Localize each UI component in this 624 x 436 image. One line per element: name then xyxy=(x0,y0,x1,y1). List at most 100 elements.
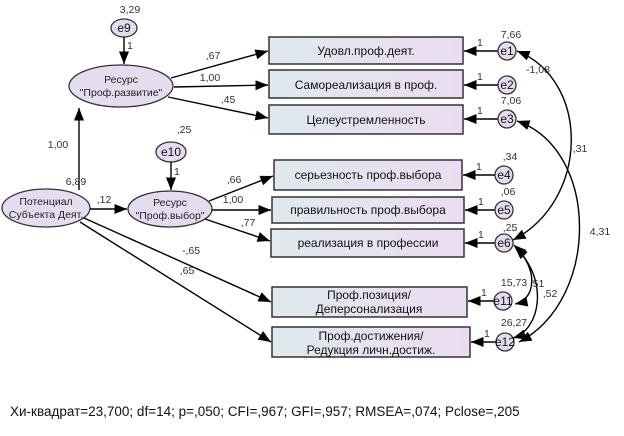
path-label: ,66 xyxy=(227,174,242,186)
error-e2: e2 1 xyxy=(464,71,517,95)
disturbance-e9: e9 3,29 1 xyxy=(110,4,141,64)
loading-label: 1 xyxy=(484,328,490,340)
path-label: ,77 xyxy=(241,217,256,229)
error-e5: e5 1 ,06 xyxy=(465,186,516,220)
path-label: 1,00 xyxy=(200,72,221,84)
error-e6: e6 1 ,25 xyxy=(465,222,518,253)
variance-label: 26,27 xyxy=(501,317,527,329)
observed-box-7: Проф.позиция/ Деперсонализация xyxy=(271,286,468,318)
loading-label: 1 xyxy=(174,166,180,178)
loading-label: 1 xyxy=(477,37,483,49)
error-label: e1 xyxy=(500,44,514,58)
loading-label: 1 xyxy=(477,105,483,117)
cov-label: -1,08 xyxy=(526,64,550,76)
cov-e3-e12 xyxy=(516,120,581,343)
latent-label: "Проф.выбор" xyxy=(135,210,204,222)
fit-indices: Хи-квадрат=23,700; df=14; p=,050; CFI=,9… xyxy=(10,404,520,419)
variance-label: ,34 xyxy=(503,151,518,163)
variance-label: 7,66 xyxy=(501,29,522,41)
observed-label: Проф.позиция/ xyxy=(327,288,411,302)
observed-box-3: Целеустремленность xyxy=(268,104,464,135)
loading-label: 1 xyxy=(127,40,133,52)
observed-box-5: правильность проф.выбора xyxy=(271,196,465,224)
observed-box-4: серьезность проф.выбора xyxy=(273,159,463,191)
error-e11: e11 1 15,73 xyxy=(468,277,527,311)
path-potential-obs8 xyxy=(79,221,272,343)
path-label: 1,00 xyxy=(223,194,244,206)
path-label: ,67 xyxy=(206,50,221,62)
path-label: ,45 xyxy=(221,94,236,106)
path-label: -,65 xyxy=(182,245,200,257)
error-label: e11 xyxy=(493,294,512,308)
variance-label: 6,89 xyxy=(66,176,87,188)
observed-box-8: Проф.достижения/ Редукция личн.достиж. xyxy=(271,326,471,358)
path-label: 1,00 xyxy=(48,139,69,151)
latent-label: Ресурс xyxy=(153,197,187,209)
path-devel-obs2 xyxy=(173,80,269,91)
latent-prof-development: Ресурс "Проф.развитие" xyxy=(68,64,174,108)
structural-paths: 1,00 6,89 ,12 ,67 1,00 ,45 ,66 1,00 ,77 … xyxy=(48,49,274,343)
observed-label: Деперсонализация xyxy=(316,302,423,316)
variance-label: 15,73 xyxy=(501,277,527,289)
observed-label: Самореализация в проф. xyxy=(295,78,437,92)
observed-label: реализация в профессии xyxy=(298,236,439,250)
path-devel-obs1 xyxy=(170,49,269,79)
cov-label: ,31 xyxy=(573,143,588,155)
error-circle xyxy=(494,233,514,253)
error-label: e6 xyxy=(497,236,511,250)
observed-label: Проф.достижения/ xyxy=(319,329,425,343)
latent-potential: Потенциал Субъекта Деят. xyxy=(1,188,91,228)
error-label: e2 xyxy=(500,78,514,92)
disturbance-e10: e10 ,25 1 xyxy=(155,124,192,190)
cov-label: ,51 xyxy=(530,278,545,290)
loading-label: 1 xyxy=(477,71,483,83)
variance-label: 3,29 xyxy=(120,4,141,16)
error-label: e9 xyxy=(117,21,131,35)
error-e12: e12 1 26,27 xyxy=(471,317,527,352)
variance-label: ,06 xyxy=(501,186,516,198)
latent-label: Потенциал xyxy=(19,196,72,208)
error-e1: e1 1 7,66 xyxy=(464,29,522,61)
observed-label: Целеустремленность xyxy=(306,113,425,127)
latent-prof-choice: Ресурс "Проф.выбор" xyxy=(127,190,213,228)
path-choice-obs4 xyxy=(208,175,274,202)
loading-label: 1 xyxy=(481,287,487,299)
cov-e6-e12 xyxy=(512,246,539,340)
error-e4: e4 1 ,34 xyxy=(463,151,518,185)
latent-label: Субъекта Деят. xyxy=(9,209,83,221)
observed-label: правильность проф.выбора xyxy=(290,203,446,217)
cov-e1-e6 xyxy=(512,50,572,241)
error-label: e4 xyxy=(497,168,511,182)
path-choice-obs6 xyxy=(204,218,271,242)
path-potential-obs7 xyxy=(83,217,272,303)
variance-label: ,25 xyxy=(177,124,192,136)
observed-box-1: Удовл.проф.деят. xyxy=(268,36,464,65)
path-devel-obs3 xyxy=(167,96,269,121)
observed-label: Редукция личн.достиж. xyxy=(307,343,436,357)
variance-label: ,25 xyxy=(503,222,518,234)
cov-label: ,52 xyxy=(543,288,558,300)
latent-label: "Проф.развитие" xyxy=(80,87,163,99)
latent-label: Ресурс xyxy=(104,74,138,86)
cov-e6-e11 xyxy=(513,244,533,307)
observed-label: Удовл.проф.деят. xyxy=(317,44,415,58)
observed-box-2: Самореализация в проф. xyxy=(268,69,464,99)
error-circle xyxy=(495,332,515,352)
observed-box-6: реализация в профессии xyxy=(270,228,465,258)
error-label: e12 xyxy=(495,335,515,349)
path-label: ,65 xyxy=(180,265,195,277)
loading-label: 1 xyxy=(476,161,482,173)
error-label: e10 xyxy=(161,145,181,159)
loading-label: 1 xyxy=(478,229,484,241)
variance-label: 7,06 xyxy=(501,95,522,107)
error-label: e5 xyxy=(497,203,511,217)
error-label: e3 xyxy=(500,112,514,126)
observed-label: серьезность проф.выбора xyxy=(295,168,442,182)
loading-label: 1 xyxy=(478,196,484,208)
cov-label: 4,31 xyxy=(590,226,611,238)
path-label: ,12 xyxy=(97,194,112,206)
error-circle xyxy=(493,291,513,311)
covariance-arcs xyxy=(512,50,581,343)
error-e3: e3 1 7,06 xyxy=(464,95,522,129)
